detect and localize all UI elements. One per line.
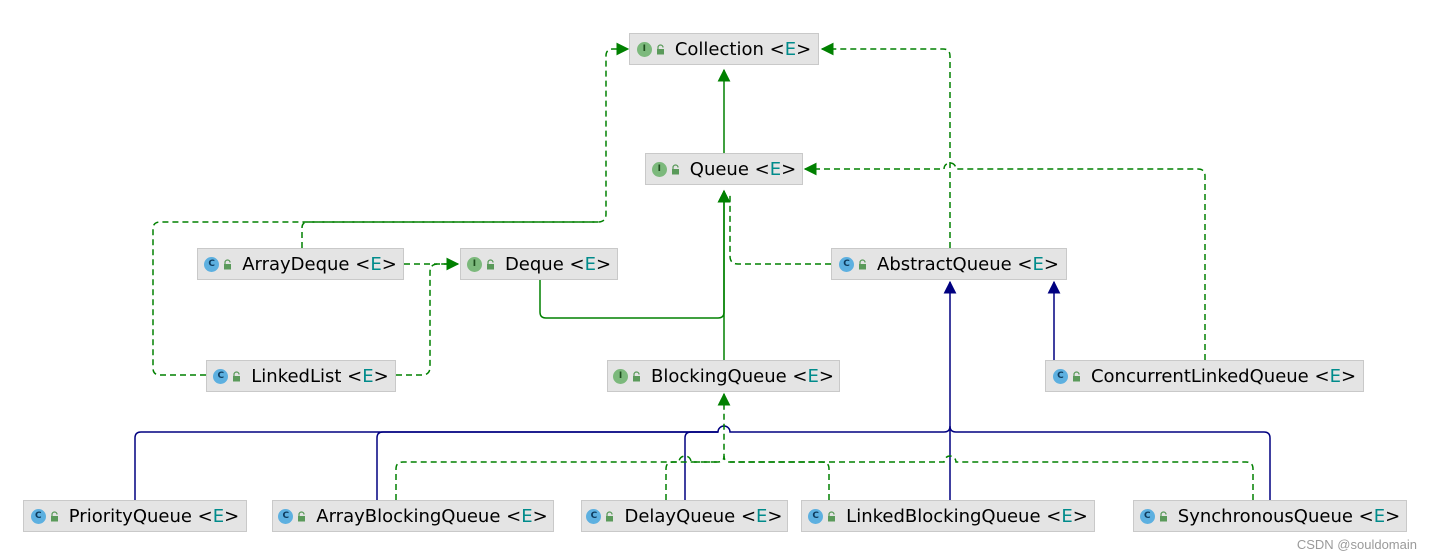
edge-abstractqueue-implements-queue: [729, 195, 831, 265]
node-synchronousqueue[interactable]: C SynchronousQueue <E>: [1133, 500, 1407, 532]
interface-icon: I: [636, 41, 652, 57]
node-label: BlockingQueue: [651, 365, 787, 387]
type-param: E: [362, 365, 374, 387]
edge-linkedlist-implements-deque: [396, 263, 458, 376]
type-param: E: [370, 253, 382, 275]
node-arraydeque[interactable]: C ArrayDeque <E>: [197, 248, 404, 280]
class-icon: C: [213, 368, 229, 384]
lock-icon: [633, 370, 641, 381]
lock-icon: [656, 43, 664, 54]
edge-arrayblockingqueue-implements-blockingqueue: [395, 392, 731, 500]
class-icon: C: [586, 508, 602, 524]
type-param: E: [1061, 505, 1073, 527]
lock-icon: [486, 258, 494, 269]
edge-synchronousqueue-inherits-abstractqueue: [949, 425, 1271, 500]
node-blockingqueue[interactable]: I BlockingQueue <E>: [607, 360, 840, 392]
lock-icon: [224, 258, 232, 269]
edge-arrayblockingqueue-inherits-abstractqueue: [376, 431, 718, 500]
edge-concurrentlinkedqueue-implements-queue: [803, 162, 1206, 360]
lock-icon: [1072, 370, 1080, 381]
node-linkedlist[interactable]: C LinkedList <E>: [206, 360, 396, 392]
node-label: ArrayBlockingQueue: [316, 505, 501, 527]
node-label: Deque: [504, 253, 564, 275]
lock-icon: [1159, 510, 1167, 521]
type-param: E: [212, 505, 225, 527]
type-param: E: [1032, 253, 1044, 275]
node-linkedblockingqueue[interactable]: C LinkedBlockingQueue <E>: [801, 500, 1095, 532]
node-label: Collection: [674, 38, 764, 60]
node-delayqueue[interactable]: C DelayQueue <E>: [581, 500, 788, 532]
node-label: ConcurrentLinkedQueue: [1090, 365, 1309, 387]
edge-delayqueue-implements-blockingqueue: [665, 461, 718, 500]
node-label: PriorityQueue: [68, 505, 192, 527]
class-icon: C: [839, 256, 854, 272]
node-concurrentlinkedqueue[interactable]: C ConcurrentLinkedQueue <E>: [1045, 360, 1364, 392]
node-priorityqueue[interactable]: C PriorityQueue <E>: [23, 500, 247, 532]
edge-delayqueue-inherits-abstractqueue: [684, 431, 718, 500]
node-label: DelayQueue: [624, 505, 736, 527]
lock-icon: [298, 510, 306, 521]
node-label: SynchronousQueue: [1177, 505, 1353, 527]
lock-icon: [606, 510, 614, 521]
edge-synchronousqueue-implements-blockingqueue: [730, 455, 1254, 500]
type-param: E: [756, 505, 768, 527]
node-collection[interactable]: I Collection <E>: [629, 33, 819, 65]
type-param: E: [807, 365, 819, 387]
edge-linkedlist-implements-collection: [152, 221, 598, 376]
lock-icon: [50, 510, 58, 521]
type-param: E: [784, 38, 797, 60]
class-icon: C: [204, 256, 220, 272]
node-label: ArrayDeque: [242, 253, 350, 275]
class-icon: C: [30, 508, 46, 524]
type-param: E: [769, 158, 782, 180]
lock-icon: [233, 370, 241, 381]
edge-abstractqueue-implements-collection: [820, 42, 951, 248]
lock-icon: [671, 163, 679, 174]
edge-arraydeque-implements-collection: [301, 42, 630, 248]
interface-icon: I: [651, 161, 667, 177]
node-label: LinkedBlockingQueue: [846, 505, 1041, 527]
node-deque[interactable]: I Deque <E>: [460, 248, 618, 280]
node-label: AbstractQueue: [877, 253, 1012, 275]
node-queue[interactable]: I Queue <E>: [645, 153, 803, 185]
lock-icon: [828, 510, 836, 521]
node-arrayblockingqueue[interactable]: C ArrayBlockingQueue <E>: [272, 500, 554, 532]
node-label: LinkedList: [251, 365, 342, 387]
class-icon: C: [1139, 508, 1155, 524]
watermark: CSDN @souldomain: [1296, 537, 1417, 552]
node-abstractqueue[interactable]: C AbstractQueue <E>: [831, 248, 1067, 280]
type-param: E: [1329, 365, 1341, 387]
type-param: E: [1373, 505, 1386, 527]
type-param: E: [584, 253, 596, 275]
class-icon: C: [278, 508, 294, 524]
interface-icon: I: [613, 368, 629, 384]
lock-icon: [859, 258, 866, 269]
class-icon: C: [808, 508, 824, 524]
type-param: E: [521, 505, 533, 527]
class-icon: C: [1052, 368, 1068, 384]
node-label: Queue: [689, 158, 749, 180]
interface-icon: I: [466, 256, 482, 272]
